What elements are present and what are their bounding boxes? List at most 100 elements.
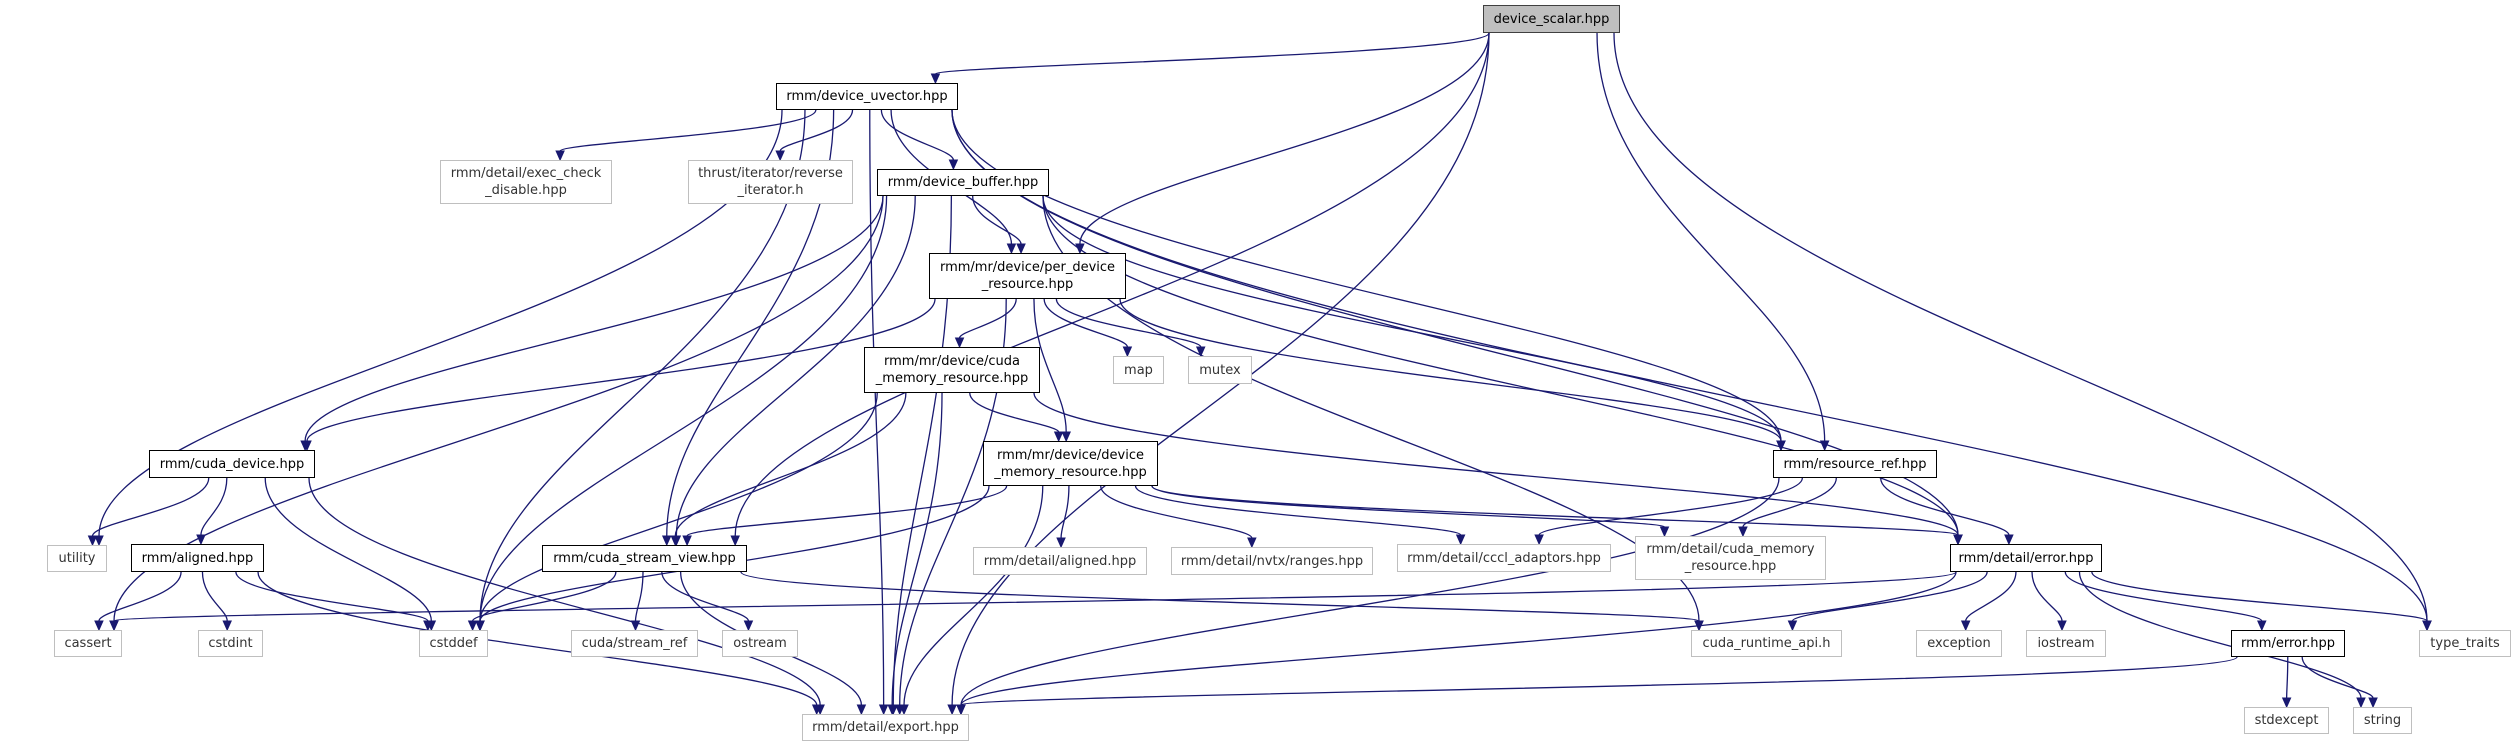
node-label: cuda/stream_ref [581,636,688,651]
node-label: device_scalar.hpp [1493,11,1610,27]
node-string: string [2353,707,2412,734]
arrowhead-icon [2422,620,2432,632]
arrowhead-icon [1006,243,1017,255]
arrowhead-icon [743,620,754,632]
arrowhead-icon [1061,431,1071,443]
edge-per-device-resource-to-cuda-memory-resource [958,298,1017,339]
node-stdexcept: stdexcept [2244,707,2329,734]
node-detail-error[interactable]: rmm/detail/error.hpp [1950,544,2102,572]
node-error[interactable]: rmm/error.hpp [2231,630,2345,657]
node-resource-ref[interactable]: rmm/resource_ref.hpp [1773,450,1937,478]
arrowhead-icon [930,73,941,85]
edge-cuda-memory-resource-to-cuda-stream-view [674,392,907,537]
node-aligned[interactable]: rmm/aligned.hpp [131,544,264,572]
edge-detail-error-to-exception [1965,571,2017,622]
node-exec-check-disable: rmm/detail/exec_check _disable.hpp [440,160,612,204]
node-per-device-resource[interactable]: rmm/mr/device/per_device _resource.hpp [929,253,1126,299]
node-device-buffer[interactable]: rmm/device_buffer.hpp [877,169,1049,196]
node-label: stdexcept [2254,713,2319,728]
arrowhead-icon [222,620,232,632]
edge-cuda-memory-resource-to-device-memory-resource [969,392,1060,433]
node-detail-cuda-memory-resource: rmm/detail/cuda_memory _resource.hpp [1635,536,1826,580]
node-cuda-memory-resource[interactable]: rmm/mr/device/cuda _memory_resource.hpp [864,347,1040,393]
node-label: thrust/iterator/reverse _iterator.h [698,166,843,198]
arrowhead-icon [2368,697,2378,709]
node-stream-ref: cuda/stream_ref [571,630,698,657]
arrowhead-icon [661,535,672,547]
edge-device-uvector-to-export [869,109,885,706]
arrowhead-icon [1953,534,1963,546]
node-label: cstdint [208,636,253,651]
node-detail-aligned: rmm/detail/aligned.hpp [973,547,1147,575]
edge-error-to-export [960,656,2238,706]
node-label: iostream [2037,636,2095,651]
edge-device-memory-resource-to-export [903,485,1044,706]
node-label: mutex [1199,362,1241,378]
edge-aligned-to-export [257,571,818,706]
node-label: rmm/detail/aligned.hpp [983,553,1137,569]
arrowhead-icon [1056,537,1066,549]
edge-error-to-string [2301,656,2374,699]
node-ostream: ostream [722,630,798,657]
arrowhead-icon [811,704,822,716]
edge-cuda-stream-view-to-stream-ref [634,571,644,622]
node-label: rmm/detail/export.hpp [812,720,959,735]
node-label: rmm/detail/exec_check _disable.hpp [450,166,602,198]
edge-device-memory-resource-to-cuda-stream-view [686,485,1008,537]
edge-device-buffer-to-detail-error [1042,195,1959,536]
arrowhead-icon [2057,620,2067,632]
edge-resource-ref-to-cccl-adaptors [1538,477,1803,536]
node-label: rmm/detail/nvtx/ranges.hpp [1180,553,1364,569]
node-label: exception [1927,636,1991,651]
node-cstdint: cstdint [198,630,263,657]
node-cuda-runtime-api: cuda_runtime_api.h [1691,630,1842,657]
edge-cuda-device-to-export [308,477,821,706]
node-label: cuda_runtime_api.h [1702,636,1831,651]
edge-device-memory-resource-to-detail-error [1151,485,1959,536]
arrowhead-icon [899,704,909,716]
node-export: rmm/detail/export.hpp [802,714,969,741]
node-cccl-adaptors: rmm/detail/cccl_adaptors.hpp [1397,544,1611,572]
node-label: rmm/mr/device/device _memory_resource.hp… [994,447,1147,480]
arrowhead-icon [954,337,965,349]
edge-device-scalar-to-per-device-resource [1079,32,1490,245]
node-mutex: mutex [1188,356,1252,384]
edge-resource-ref-to-detail-error [1880,477,2010,536]
node-reverse-iterator: thrust/iterator/reverse _iterator.h [688,160,853,204]
arrowhead-icon [1960,620,1971,632]
edge-resource-ref-to-export [960,477,1780,706]
edge-per-device-resource-to-mutex [1055,298,1202,348]
node-label: rmm/resource_ref.hpp [1783,456,1927,472]
edge-device-scalar-to-device-uvector [934,32,1490,75]
arrowhead-icon [87,535,98,547]
edge-device-scalar-to-cuda-stream-view [734,32,1490,537]
node-device-memory-resource[interactable]: rmm/mr/device/device _memory_resource.hp… [983,441,1158,486]
arrowhead-icon [94,620,104,632]
edge-detail-error-to-cuda-runtime-api [1791,571,1988,622]
edge-cuda-memory-resource-to-detail-error [1033,392,1959,536]
node-map: map [1113,356,1164,384]
node-cuda-device[interactable]: rmm/cuda_device.hpp [149,450,315,478]
node-label: rmm/detail/cccl_adaptors.hpp [1407,550,1601,566]
node-cassert: cassert [54,630,122,657]
arrowhead-icon [856,704,867,716]
edge-cuda-device-to-cstddef [264,477,432,622]
node-label: cstddef [429,636,478,651]
edge-device-buffer-to-cuda-device [304,195,884,442]
node-device-uvector[interactable]: rmm/device_uvector.hpp [776,83,958,110]
edge-device-buffer-to-resource-ref [1042,195,1782,442]
node-iostream: iostream [2026,630,2106,657]
edge-device-buffer-to-cuda-stream-view [675,195,916,537]
node-cuda-stream-view[interactable]: rmm/cuda_stream_view.hpp [542,545,747,572]
edge-cuda-device-to-aligned [200,477,228,536]
node-device-scalar[interactable]: device_scalar.hpp [1483,5,1620,33]
node-label: rmm/device_uvector.hpp [786,89,948,104]
arrowhead-icon [2257,620,2267,632]
arrowhead-icon [1659,526,1670,538]
arrowhead-icon [670,535,681,547]
edge-device-memory-resource-to-nvtx-ranges [1100,485,1253,539]
node-label: rmm/mr/device/per_device _resource.hpp [939,260,1116,292]
node-label: rmm/cuda_device.hpp [159,456,305,472]
node-label: utility [58,551,96,566]
